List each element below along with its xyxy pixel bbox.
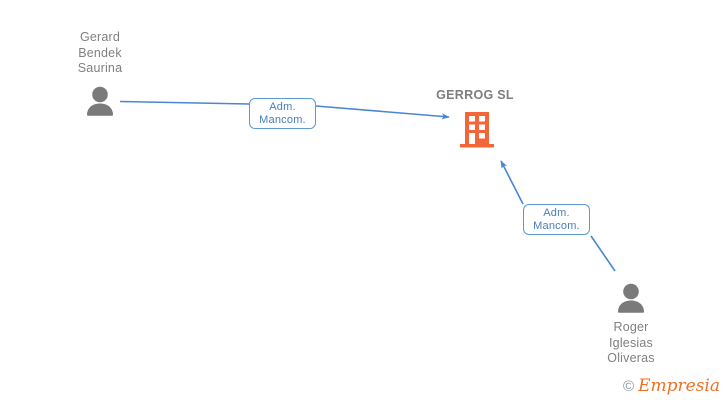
brand-name: Empresia — [638, 376, 720, 396]
company-label: GERROG SL — [436, 88, 514, 102]
person-icon — [87, 86, 113, 116]
person-right-label: Roger Iglesias Oliveras — [607, 320, 655, 365]
relation-label-adm-mancom-left[interactable]: Adm. Mancom. — [249, 98, 316, 129]
person-icon — [618, 283, 644, 313]
watermark: © Empresia — [623, 378, 720, 395]
edge-person-right-to-company-segment-1 — [590, 235, 616, 272]
person-left-label: Gerard Bendek Saurina — [77, 30, 123, 75]
edge-person-left-to-company-segment-2 — [315, 105, 450, 120]
relation-label-adm-mancom-right[interactable]: Adm. Mancom. — [523, 204, 590, 235]
building-icon — [460, 112, 494, 148]
edge-person-left-to-company-segment-1 — [119, 100, 250, 105]
edge-person-right-to-company-segment-2 — [500, 160, 524, 205]
copyright-icon: © — [623, 378, 635, 395]
